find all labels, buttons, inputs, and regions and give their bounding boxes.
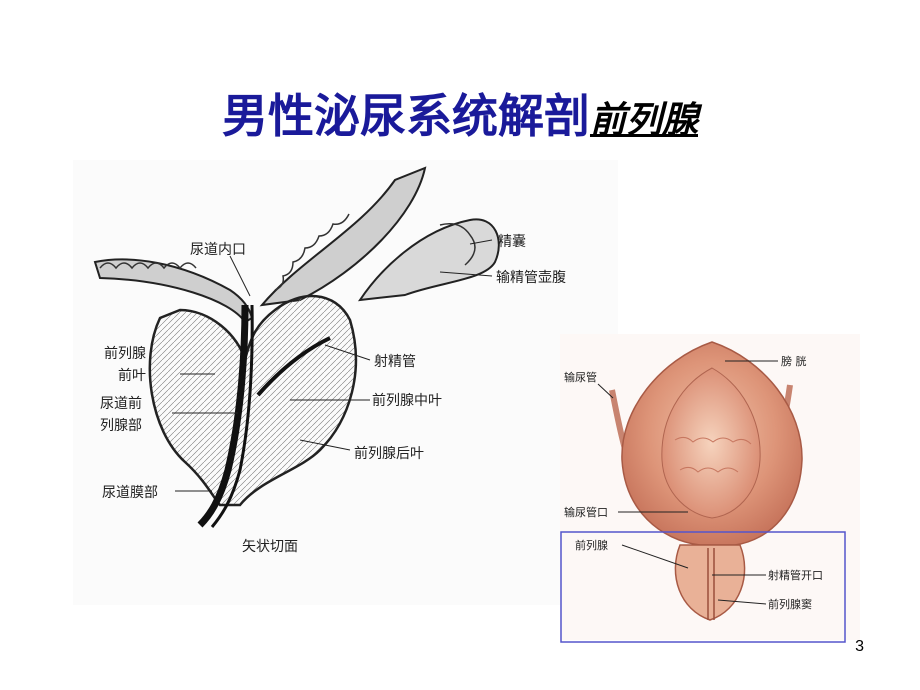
label-ampulla: 输精管壶腹: [496, 269, 566, 286]
label-prostatic-utricle: 前列腺窦: [768, 597, 812, 611]
label-membranous-urethra: 尿道膜部: [102, 485, 158, 501]
sagittal-section-drawing: 尿道内口 精囊 输精管壶腹 前列腺 前叶 射精管 尿道前 列腺部 前列腺中叶 前…: [73, 160, 618, 605]
label-ejaculatory-duct: 射精管: [374, 354, 416, 370]
label-ureter: 输尿管: [564, 370, 597, 384]
label-ureteric-orifice: 输尿管口: [564, 505, 608, 519]
label-prostate: 前列腺: [104, 345, 146, 362]
label-bladder: 膀 胱: [781, 354, 807, 368]
title-sub: 前列腺: [589, 100, 698, 141]
label-prostatic-urethra-1: 尿道前: [100, 395, 142, 412]
slide-title: 男性泌尿系统解剖前列腺: [0, 80, 920, 146]
label-internal-urethral-orifice: 尿道内口: [190, 242, 246, 258]
label-prostate-right: 前列腺: [575, 538, 608, 552]
label-median-lobe: 前列腺中叶: [372, 392, 442, 409]
highlight-box: [560, 531, 846, 643]
caption-sagittal: 矢状切面: [242, 539, 298, 555]
label-seminal-vesicle: 精囊: [498, 233, 526, 250]
title-main: 男性泌尿系统解剖: [221, 89, 590, 143]
label-ejaculatory-opening: 射精管开口: [768, 568, 823, 582]
page-number: 3: [855, 638, 864, 655]
label-prostatic-urethra-2: 列腺部: [100, 418, 142, 434]
bladder-illustration: 膀 胱 输尿管 输尿管口 前列腺 射精管开口 前列腺窦: [560, 334, 860, 643]
label-anterior-lobe: 前叶: [118, 367, 146, 384]
label-posterior-lobe: 前列腺后叶: [354, 445, 424, 462]
